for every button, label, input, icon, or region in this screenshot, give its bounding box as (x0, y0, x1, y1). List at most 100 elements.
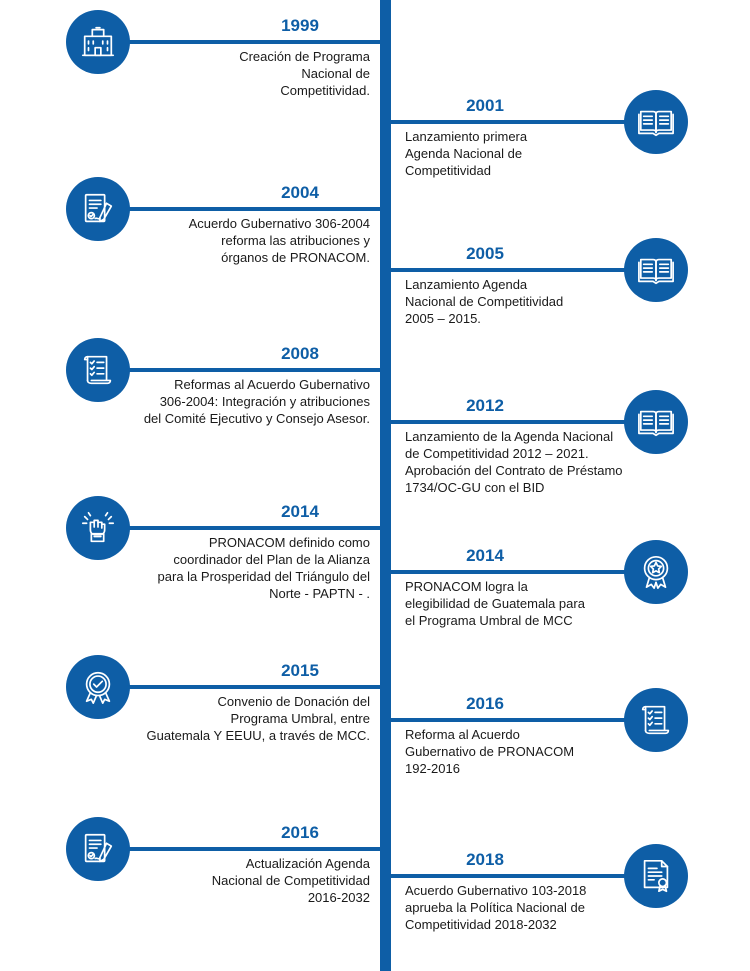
description-line: del Comité Ejecutivo y Consejo Asesor. (143, 411, 370, 426)
event-year: 2008 (281, 344, 319, 363)
event-year: 2015 (281, 661, 319, 680)
open-book-circle (624, 90, 688, 154)
connector-line (110, 207, 385, 211)
building-icon (79, 23, 117, 61)
description-line: 192-2016 (405, 761, 460, 776)
award-badge-icon (79, 668, 117, 706)
description-line: Nacional de (301, 66, 370, 81)
description-line: 306-2004: Integración y atribuciones (159, 394, 370, 409)
signed-document-circle (66, 817, 130, 881)
award-badge-circle (66, 655, 130, 719)
certificate-icon (637, 857, 675, 895)
description-line: coordinador del Plan de la Alianza (173, 552, 370, 567)
description-line: Aprobación del Contrato de Préstamo (405, 463, 623, 478)
description-line: el Programa Umbral de MCC (405, 613, 573, 628)
description-line: de Competitividad 2012 – 2021. (405, 446, 589, 461)
description-line: aprueba la Política Nacional de (405, 900, 585, 915)
connector-line (385, 120, 640, 124)
event-year: 2014 (466, 546, 504, 565)
event-year: 2018 (466, 850, 504, 869)
description-line: elegibilidad de Guatemala para (405, 596, 585, 611)
star-medal-circle (624, 540, 688, 604)
description-line: Nacional de Competitividad (211, 873, 370, 888)
checklist-scroll-circle (624, 688, 688, 752)
description-line: Creación de Programa (239, 49, 370, 64)
description-line: PRONACOM logra la (405, 579, 528, 594)
raised-fist-circle (66, 496, 130, 560)
event-description: PRONACOM logra la elegibilidad de Guatema… (405, 578, 635, 629)
description-line: para la Prosperidad del Triángulo del (157, 569, 370, 584)
event-description: Acuerdo Gubernativo 103-2018 aprueba la P… (405, 882, 635, 933)
checklist-scroll-icon (637, 701, 675, 739)
event-description: Acuerdo Gubernativo 306-2004 reforma las … (130, 215, 370, 266)
description-line: Convenio de Donación del (217, 694, 371, 709)
event-year: 2016 (466, 694, 504, 713)
description-line: Reforma al Acuerdo (405, 727, 520, 742)
checklist-scroll-icon (79, 351, 117, 389)
connector-line (385, 718, 640, 722)
connector-line (110, 40, 385, 44)
connector-line (110, 368, 385, 372)
signed-document-icon (79, 830, 117, 868)
event-description: Reformas al Acuerdo Gubernativo 306-2004:… (130, 376, 370, 427)
description-line: Actualización Agenda (245, 856, 370, 871)
description-line: Competitividad (405, 163, 491, 178)
description-line: Lanzamiento de la Agenda Nacional (405, 429, 614, 444)
event-year: 2005 (466, 244, 504, 263)
event-description: PRONACOM definido como coordinador del Pl… (130, 534, 370, 602)
connector-line (385, 420, 640, 424)
connector-line (385, 268, 640, 272)
event-year: 2016 (281, 823, 319, 842)
description-line: Lanzamiento primera (405, 129, 528, 144)
open-book-icon (637, 251, 675, 289)
raised-fist-icon (79, 509, 117, 547)
open-book-circle (624, 238, 688, 302)
open-book-circle (624, 390, 688, 454)
event-year: 2001 (466, 96, 504, 115)
description-line: PRONACOM definido como (208, 535, 370, 550)
description-line: Reformas al Acuerdo Gubernativo (174, 377, 370, 392)
connector-line (385, 874, 640, 878)
description-line: 1734/OC-GU con el BID (405, 480, 545, 495)
building-circle (66, 10, 130, 74)
event-year: 2004 (281, 183, 319, 202)
description-line: Acuerdo Gubernativo 306-2004 (188, 216, 370, 231)
description-line: Competitividad. (280, 83, 370, 98)
description-line: Acuerdo Gubernativo 103-2018 (405, 883, 587, 898)
description-line: 2016-2032 (307, 890, 370, 905)
connector-line (110, 685, 385, 689)
description-line: Norte - PAPTN - . (269, 586, 370, 601)
timeline-spine (380, 0, 391, 971)
description-line: Agenda Nacional de (405, 146, 523, 161)
star-medal-icon (637, 553, 675, 591)
description-line: Programa Umbral, entre (230, 711, 370, 726)
description-line: órganos de PRONACOM. (221, 250, 370, 265)
description-line: 2005 – 2015. (405, 311, 481, 326)
connector-line (110, 526, 385, 530)
description-line: reforma las atribuciones y (221, 233, 370, 248)
description-line: Lanzamiento Agenda (405, 277, 528, 292)
certificate-circle (624, 844, 688, 908)
description-line: Gubernativo de PRONACOM (405, 744, 575, 759)
connector-line (110, 847, 385, 851)
event-description: Lanzamiento de la Agenda Nacional de Comp… (405, 428, 635, 496)
